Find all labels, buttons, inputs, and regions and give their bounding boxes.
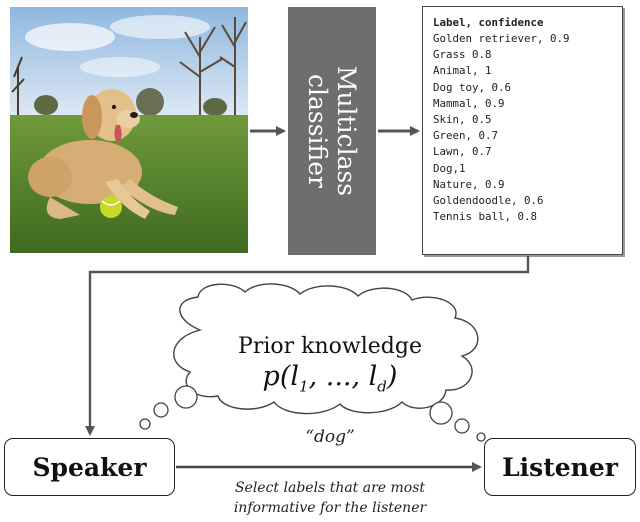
formula-ellipsis: , ..., — [308, 361, 369, 392]
formula-l1: l — [290, 361, 300, 392]
dog-photo-illustration — [10, 7, 248, 253]
prior-knowledge-title: Prior knowledge — [238, 334, 422, 359]
label-item: Mammal, 0.9 — [433, 96, 505, 110]
formula-sub-d: d — [377, 377, 387, 396]
speaker-box: Speaker — [4, 438, 175, 496]
thought-bubble-dot — [174, 385, 198, 409]
label-item: Tennis ball, 0.8 — [433, 210, 538, 224]
classifier-box: Multiclass classifier — [288, 7, 376, 255]
thought-bubble-dot — [139, 418, 151, 430]
utterance-label: “dog” — [305, 427, 355, 447]
labels-output-box: Label, confidence Golden retriever, 0.9 … — [422, 6, 623, 255]
label-item: Green, 0.7 — [433, 129, 499, 143]
label-item: Dog,1 — [433, 161, 466, 175]
caption-line2: informative for the listener — [233, 500, 427, 516]
formula-close-paren: ) — [386, 361, 398, 392]
listener-box: Listener — [484, 438, 636, 496]
caption-line1: Select labels that are most — [234, 480, 426, 496]
label-item: Grass 0.8 — [433, 48, 492, 62]
thought-bubble-dot — [429, 401, 453, 425]
prior-formula: p(l1, ..., ld) — [170, 361, 490, 395]
label-item: Skin, 0.5 — [433, 112, 492, 126]
formula-ld: l — [368, 361, 378, 392]
caption: Select labels that are most informative … — [150, 478, 510, 518]
thought-bubble-dot — [153, 402, 169, 418]
listener-label: Listener — [502, 452, 618, 482]
speaker-label: Speaker — [32, 452, 147, 482]
thought-cloud — [173, 283, 479, 415]
label-item: Nature, 0.9 — [433, 177, 505, 191]
formula-open-paren: ( — [279, 361, 291, 392]
label-item: Dog toy, 0.6 — [433, 80, 512, 94]
arrow-labels-to-speaker — [85, 256, 530, 436]
formula-p: p — [262, 361, 280, 392]
dog-photo — [10, 7, 248, 253]
thought-bubble-dot — [476, 432, 486, 442]
thought-bubble-dot — [454, 418, 470, 434]
label-item: Golden retriever, 0.9 — [433, 32, 570, 45]
labels-header: Label, confidence — [433, 16, 544, 29]
formula-sub-1: 1 — [299, 377, 309, 396]
label-item: Lawn, 0.7 — [433, 145, 492, 159]
label-item: Animal, 1 — [433, 64, 492, 78]
label-item: Goldendoodle, 0.6 — [433, 193, 544, 207]
